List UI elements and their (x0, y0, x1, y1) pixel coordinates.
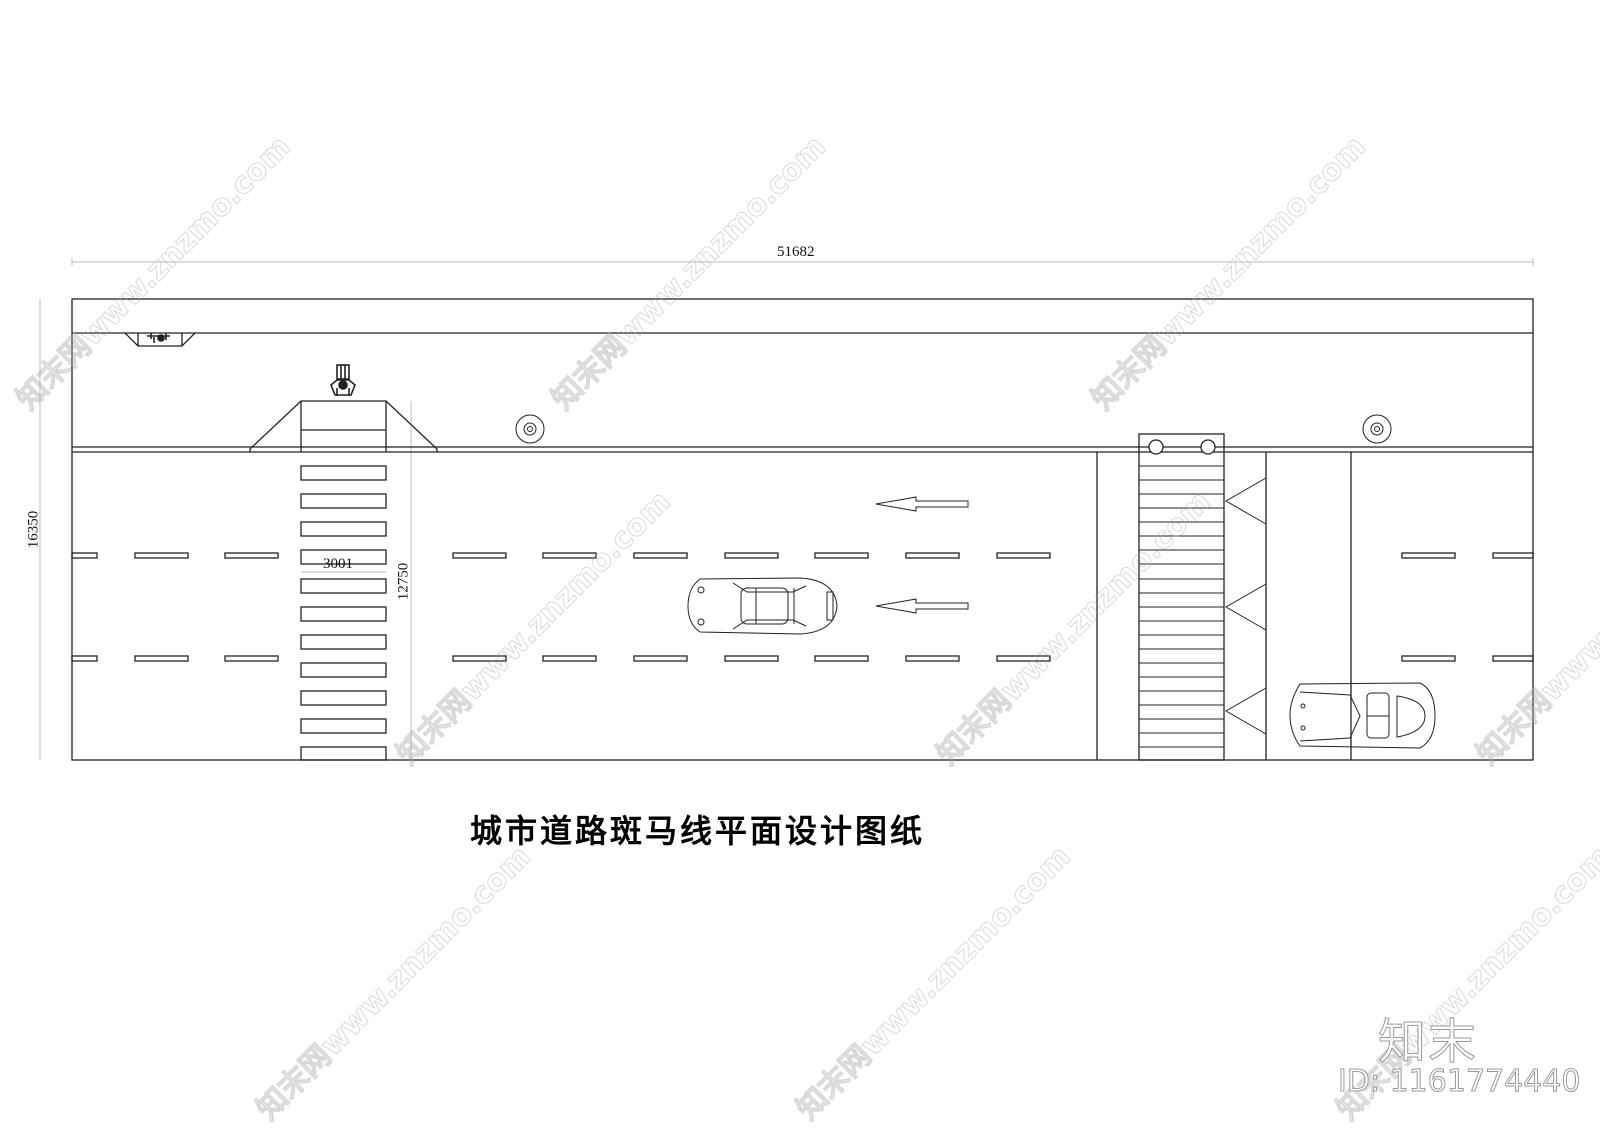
yield-triangle-icon (1224, 687, 1267, 735)
pedestrian-icon (330, 364, 356, 396)
width-dimension-label: 16350 (25, 510, 42, 549)
sports-car-icon (1289, 682, 1436, 749)
yield-triangle-icon (1224, 583, 1267, 631)
pedestrian-icon (147, 333, 170, 343)
left-crosswalk-ramp (249, 400, 438, 452)
lane-divider-2 (71, 655, 1534, 662)
carriageway-dimension-label: 12750 (395, 562, 412, 601)
road-boundary (71, 298, 1534, 761)
direction-arrow-icon (875, 598, 969, 614)
dimension-line-length (71, 258, 1534, 266)
right-crosswalk-stripes (1139, 465, 1224, 748)
watermark-id: ID: 1161774440 (1337, 1064, 1581, 1100)
drawing-title: 城市道路斑马线平面设计图纸 (470, 812, 926, 850)
tree-icon (1362, 414, 1392, 444)
watermark-logo: 知末 (1377, 1014, 1479, 1071)
yield-triangle-icon (1224, 477, 1267, 525)
crosswalk-dimension-label: 3001 (323, 556, 353, 572)
bollard-icon (1148, 439, 1216, 455)
lane-divider-1 (71, 552, 1534, 559)
length-dimension-label: 51682 (777, 244, 815, 260)
right-intersection (1096, 433, 1352, 761)
top-ramp (124, 332, 196, 347)
left-crosswalk-stripes (300, 465, 387, 761)
car-icon (687, 577, 838, 635)
tree-icon (515, 414, 545, 444)
direction-arrow-icon (875, 496, 969, 512)
